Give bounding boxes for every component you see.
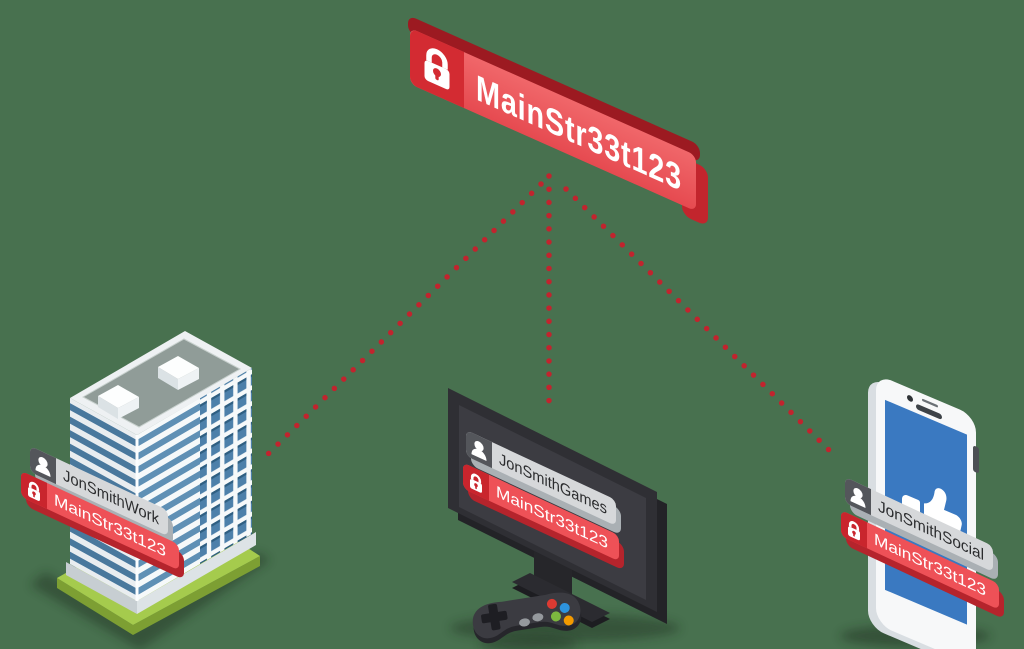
building-right-face-windows [200, 368, 252, 564]
phone-camera [907, 395, 913, 402]
lock-icon [848, 521, 860, 541]
game-controller [472, 592, 582, 649]
building-base-side [57, 556, 260, 635]
lock-icon [470, 473, 482, 493]
lock-icon [424, 48, 450, 90]
building-account-tags: JonSmithWork MainStr33t123 [21, 448, 184, 578]
building-skylight [98, 385, 139, 419]
controller-action-buttons [546, 598, 574, 626]
user-icon [850, 487, 866, 509]
tv-stand-neck [534, 548, 572, 597]
phone-speaker [916, 404, 942, 420]
building-plinth-left [66, 562, 137, 614]
phone-side-button [973, 446, 979, 473]
office-building [30, 331, 270, 649]
banner-face [410, 30, 696, 209]
lock-icon [28, 481, 40, 501]
dpad-icon [481, 603, 508, 631]
username-tag-building: JonSmithWork [30, 448, 173, 544]
user-icon [35, 456, 51, 478]
controller-select-button [519, 618, 530, 627]
password-reuse-connections [260, 173, 834, 462]
dotted-line-to-building [260, 181, 544, 462]
phone-sensor-slit [922, 398, 938, 408]
controller-shadow [478, 636, 578, 649]
dotted-line-to-phone [563, 186, 834, 455]
building-plinth-right [137, 532, 256, 614]
building-skylight [158, 356, 199, 390]
master-password-banner: MainStr33t123 [408, 17, 708, 224]
controller-start-button [532, 613, 544, 622]
user-icon [471, 440, 487, 462]
